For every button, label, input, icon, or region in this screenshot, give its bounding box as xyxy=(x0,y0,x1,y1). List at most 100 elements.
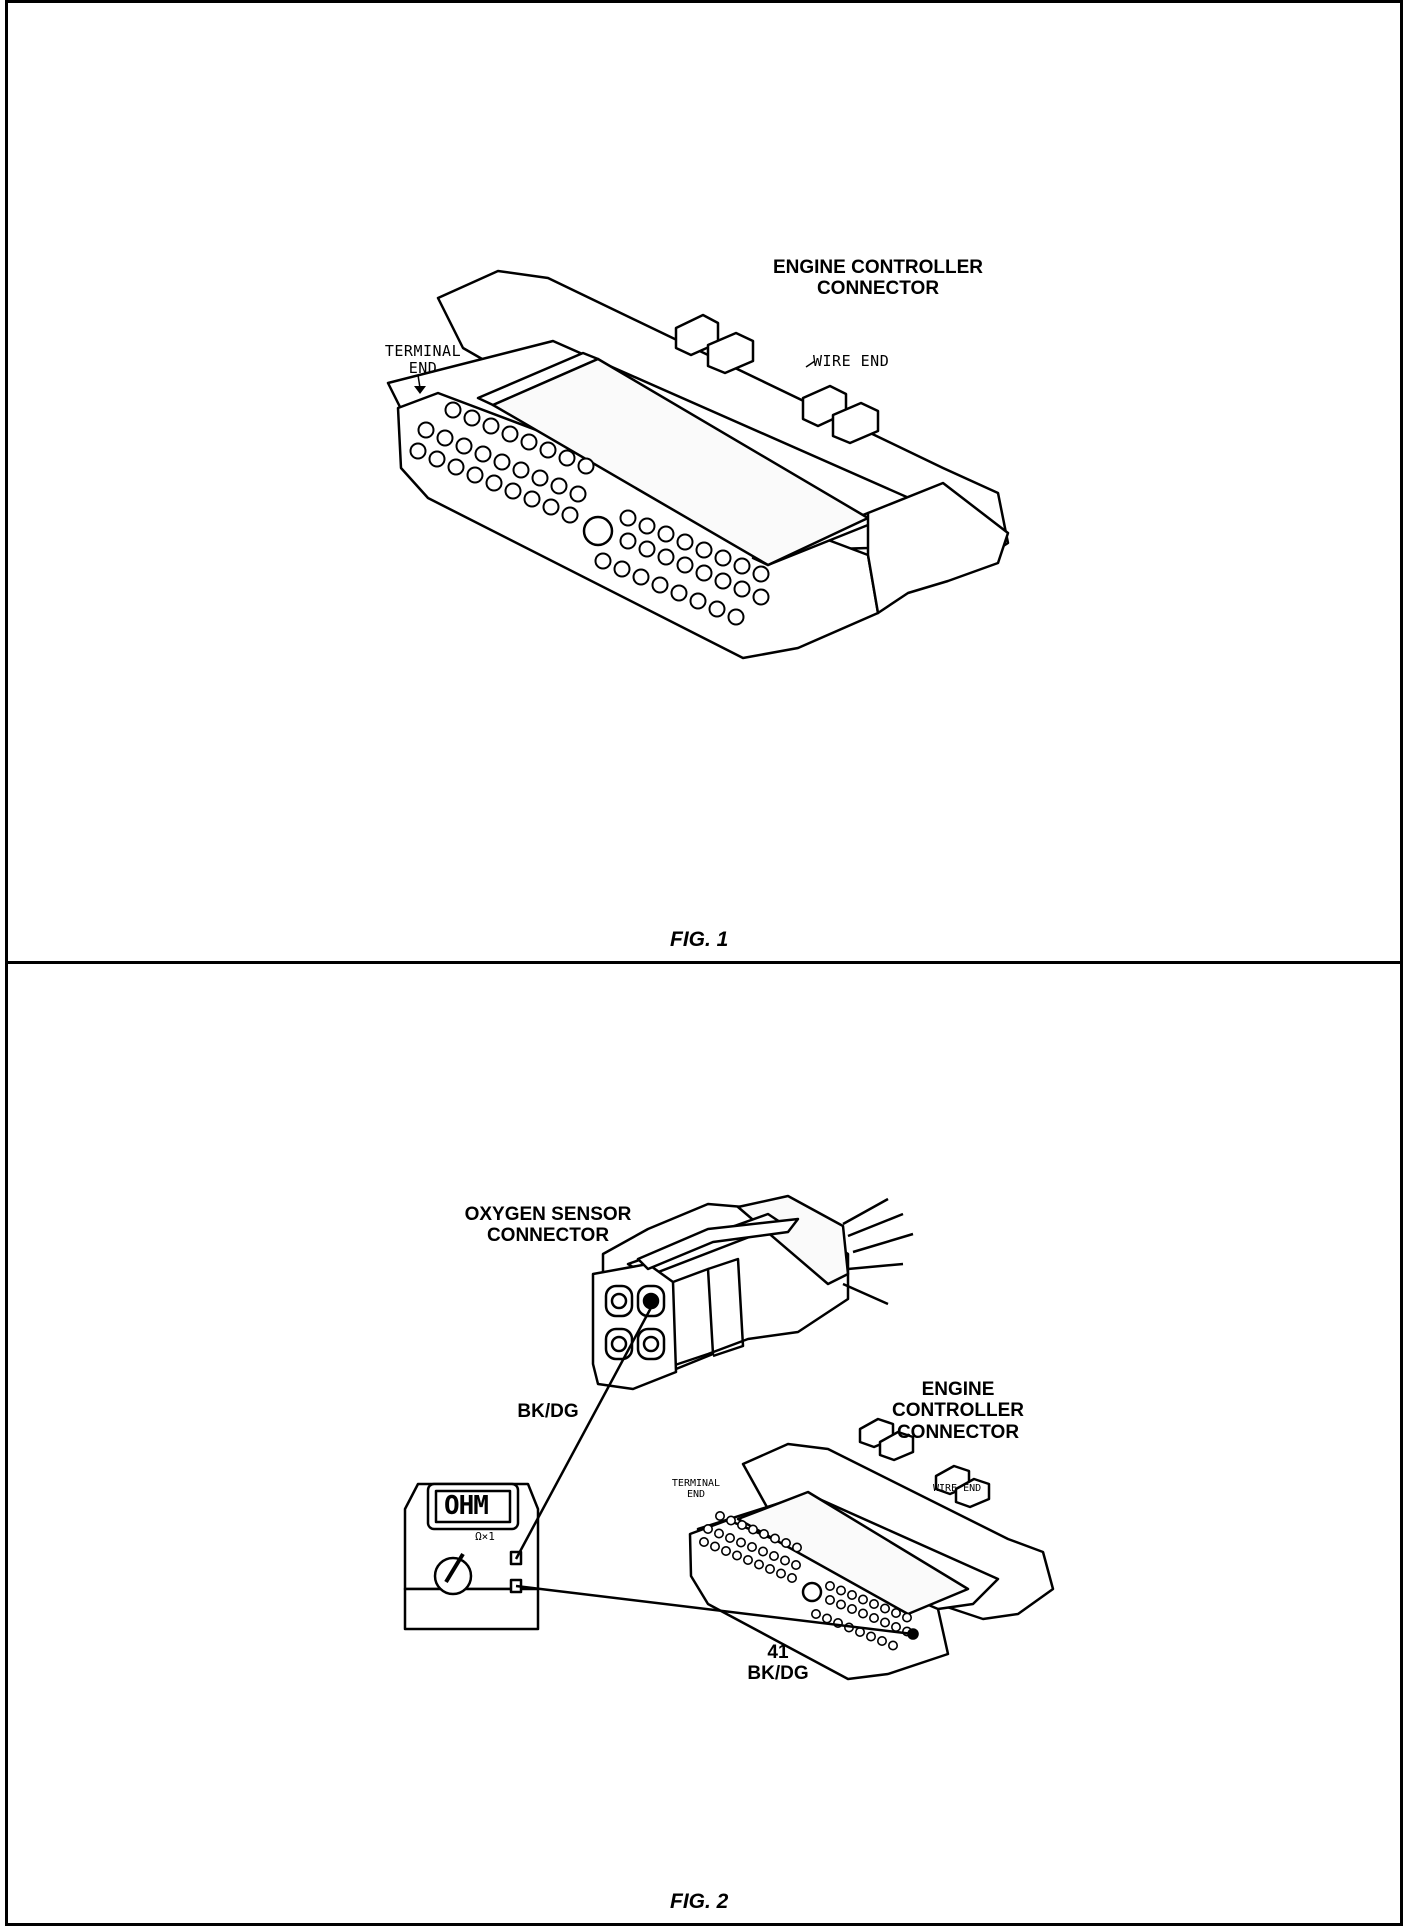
terminal-end-label: TERMINAL END xyxy=(384,342,462,378)
terminal-pin xyxy=(876,1635,887,1646)
terminal-pin xyxy=(757,1546,768,1557)
terminal-pin xyxy=(780,1537,791,1548)
terminal-pin xyxy=(810,1608,821,1619)
terminal-pin xyxy=(714,549,732,567)
terminal-pin xyxy=(752,588,770,606)
terminal-pin xyxy=(531,469,549,487)
terminal-pin xyxy=(638,540,656,558)
terminal-pin xyxy=(676,533,694,551)
bk-dg-wire-label: BK/DG xyxy=(517,1401,579,1422)
terminal-pin xyxy=(613,560,631,578)
terminal-pin xyxy=(447,458,465,476)
terminal-pin xyxy=(879,1617,890,1628)
terminal-pin xyxy=(632,568,650,586)
oxygen-sensor-connector-label: OXYGEN SENSOR CONNECTOR xyxy=(464,1204,632,1247)
terminal-pin xyxy=(720,1545,731,1556)
terminal-pin xyxy=(482,417,500,435)
terminal-pin xyxy=(523,490,541,508)
terminal-pin xyxy=(695,541,713,559)
terminal-pin xyxy=(577,457,595,475)
terminal-pin xyxy=(463,409,481,427)
terminal-pin xyxy=(901,1612,912,1623)
terminal-pin xyxy=(455,437,473,455)
terminal-pin xyxy=(725,1515,736,1526)
terminal-pin xyxy=(657,525,675,543)
terminal-pin xyxy=(790,1559,801,1570)
terminal-pin xyxy=(569,485,587,503)
figure-1-panel: ENGINE CONTROLLER CONNECTOR TERMINAL END… xyxy=(5,0,1403,964)
wire-end-label: WIRE END xyxy=(933,1483,982,1494)
terminal-pin xyxy=(409,442,427,460)
engine-controller-connector-label: ENGINE CONTROLLER CONNECTOR xyxy=(772,257,984,300)
pin-41-label: 41 BK/DG xyxy=(747,1642,809,1685)
terminal-pin xyxy=(733,580,751,598)
terminal-pin xyxy=(735,1537,746,1548)
terminal-pin xyxy=(824,1594,835,1605)
terminal-pin xyxy=(868,1612,879,1623)
terminal-pin xyxy=(474,445,492,463)
engine-controller-connector-label: ENGINE CONTROLLER CONNECTOR xyxy=(892,1379,1024,1443)
terminal-pin xyxy=(857,1594,868,1605)
terminal-pin xyxy=(542,498,560,516)
figure-2-panel: OXYGEN SENSOR CONNECTOR BK/DG ENGINE CON… xyxy=(5,961,1403,1926)
terminal-pin xyxy=(879,1603,890,1614)
terminal-pin xyxy=(714,572,732,590)
terminal-pin xyxy=(428,450,446,468)
oxygen-sensor-test-drawing xyxy=(403,1194,1055,1681)
engine-controller-connector-drawing xyxy=(386,269,1010,660)
terminal-pin xyxy=(520,433,538,451)
terminal-pin xyxy=(769,1533,780,1544)
terminal-pin xyxy=(698,1536,709,1547)
terminal-pin xyxy=(619,532,637,550)
terminal-pin xyxy=(436,429,454,447)
terminal-pin xyxy=(676,556,694,574)
terminal-pin xyxy=(846,1589,857,1600)
terminal-pin xyxy=(558,449,576,467)
terminal-pin xyxy=(561,506,579,524)
terminal-pin xyxy=(786,1572,797,1583)
terminal-pin xyxy=(512,461,530,479)
terminal-pin xyxy=(742,1554,753,1565)
terminal-pin xyxy=(539,441,557,459)
terminal-pin xyxy=(638,517,656,535)
terminal-pin xyxy=(747,1524,758,1535)
terminal-pin xyxy=(857,1608,868,1619)
terminal-pin xyxy=(695,564,713,582)
terminal-pin xyxy=(846,1603,857,1614)
terminal-pin xyxy=(709,1541,720,1552)
ohmmeter-display: OHM xyxy=(444,1491,489,1521)
terminal-pin xyxy=(619,509,637,527)
terminal-pin xyxy=(714,1510,725,1521)
figure-2-caption: FIG. 2 xyxy=(670,1890,729,1913)
terminal-pin xyxy=(594,552,612,570)
terminal-pin xyxy=(731,1550,742,1561)
terminal-pin xyxy=(779,1555,790,1566)
terminal-pin xyxy=(824,1580,835,1591)
terminal-pin xyxy=(670,584,688,602)
terminal-pin xyxy=(758,1528,769,1539)
terminal-pin xyxy=(753,1559,764,1570)
terminal-pin xyxy=(868,1598,879,1609)
terminal-pin xyxy=(890,1607,901,1618)
terminal-pin xyxy=(835,1599,846,1610)
terminal-pin xyxy=(775,1568,786,1579)
figure-1-caption: FIG. 1 xyxy=(670,928,729,951)
terminal-pin xyxy=(485,474,503,492)
terminal-pin xyxy=(493,453,511,471)
terminal-pin xyxy=(417,421,435,439)
terminal-pin xyxy=(733,557,751,575)
terminal-pin xyxy=(727,608,745,626)
terminal-pin xyxy=(702,1523,713,1534)
terminal-pin xyxy=(713,1528,724,1539)
terminal-pin xyxy=(550,477,568,495)
terminal-pin xyxy=(736,1519,747,1530)
terminal-pin xyxy=(689,592,707,610)
terminal-pin xyxy=(504,482,522,500)
terminal-pin xyxy=(444,401,462,419)
terminal-pin xyxy=(791,1542,802,1553)
terminal-pin xyxy=(890,1621,901,1632)
terminal-pin xyxy=(746,1541,757,1552)
terminal-pin xyxy=(708,600,726,618)
terminal-end-label: TERMINAL END xyxy=(671,1478,721,1500)
terminal-pin xyxy=(724,1532,735,1543)
